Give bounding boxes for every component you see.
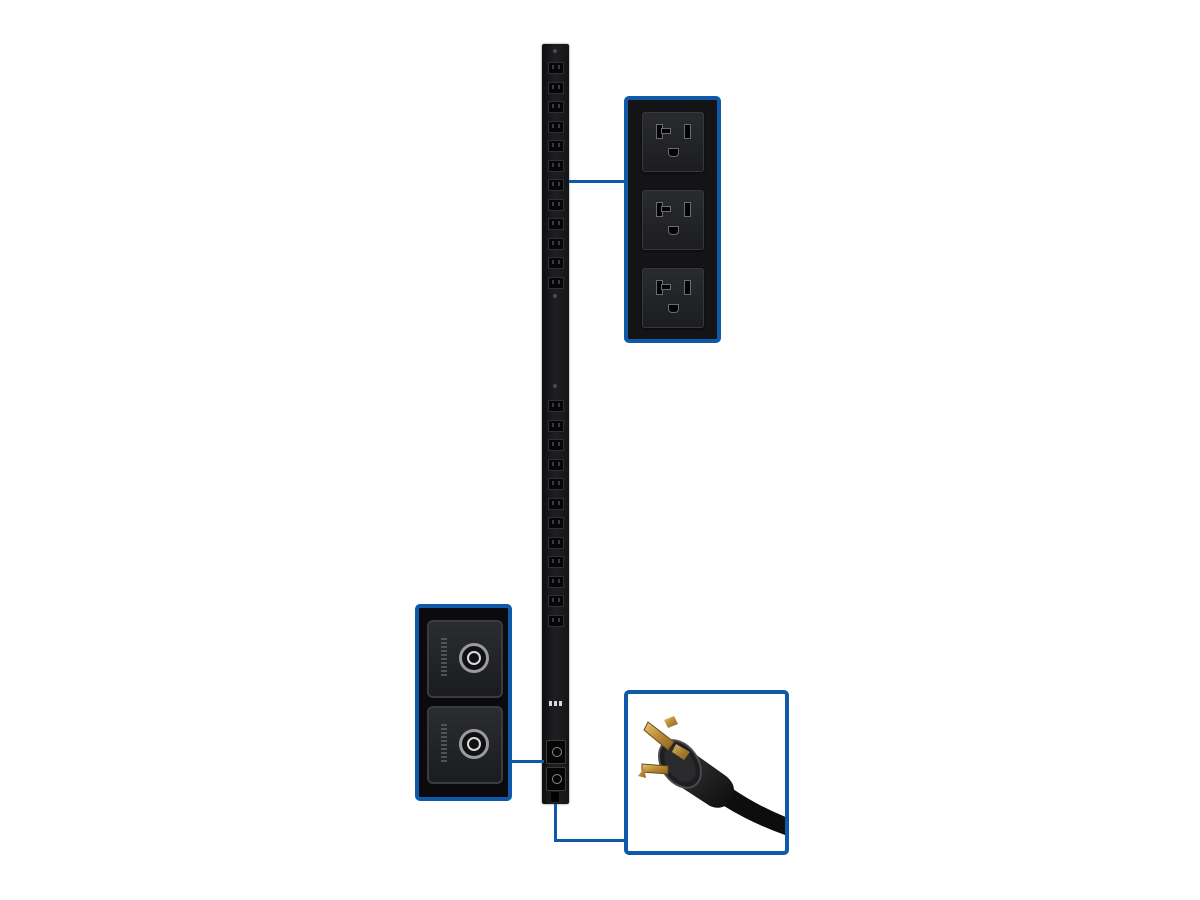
pdu-outlet — [548, 159, 564, 172]
breaker-callout — [415, 604, 512, 801]
pdu-outlet — [548, 575, 564, 588]
outlet-contact — [684, 202, 691, 217]
nema-5-20r-outlet-icon — [642, 112, 704, 172]
outlet-contact — [668, 304, 679, 313]
nema-5-20r-outlet-icon — [642, 268, 704, 328]
pdu-screw — [553, 294, 557, 298]
pdu-breaker — [546, 740, 566, 764]
circuit-breaker-icon — [427, 706, 503, 784]
eaton-logo-icon — [549, 701, 562, 706]
pdu-outlet — [548, 218, 564, 230]
pdu-outlet — [548, 62, 564, 74]
outlet-contact — [661, 128, 671, 134]
breaker-rating-marking — [441, 638, 447, 678]
plug-callout — [624, 690, 789, 855]
pdu-outlet — [548, 478, 564, 490]
outlet-callout-leader — [569, 180, 626, 183]
pdu-outlet — [548, 497, 564, 510]
outlet-contact — [684, 280, 691, 295]
breaker-reset-button — [459, 643, 489, 673]
pdu-outlet — [548, 439, 564, 451]
pdu-outlet — [548, 458, 564, 471]
nema-5-20r-outlet-icon — [642, 190, 704, 250]
twist-lock-plug-icon — [638, 716, 785, 835]
pdu-outlet — [548, 517, 564, 529]
outlet-contact — [668, 226, 679, 235]
pdu-outlet — [548, 120, 564, 133]
pdu-outlet — [548, 556, 564, 568]
pdu-outlet — [548, 81, 564, 94]
pdu-outlet — [548, 276, 564, 289]
outlet-contact — [668, 148, 679, 157]
pdu-outlet — [548, 595, 564, 607]
pdu-outlet — [548, 237, 564, 250]
pdu-cord-exit — [551, 792, 559, 802]
outlet-callout — [624, 96, 721, 343]
pdu-outlet — [548, 419, 564, 432]
breaker-reset-button — [459, 729, 489, 759]
plug-callout-leader-horizontal — [554, 839, 626, 842]
pdu-screw — [553, 49, 557, 53]
pdu-power-strip — [542, 44, 569, 804]
breaker-callout-leader — [510, 760, 544, 763]
pdu-screw — [553, 384, 557, 388]
breaker-rating-marking — [441, 724, 447, 764]
pdu-outlet — [548, 101, 564, 113]
pdu-outlet — [548, 179, 564, 191]
outlet-contact — [661, 284, 671, 290]
pdu-outlet — [548, 614, 564, 627]
circuit-breaker-icon — [427, 620, 503, 698]
plug-callout-leader-vertical — [554, 804, 557, 842]
pdu-outlet — [548, 400, 564, 412]
outlet-contact — [684, 124, 691, 139]
pdu-outlet — [548, 198, 564, 211]
pdu-outlet — [548, 257, 564, 269]
pdu-outlet — [548, 140, 564, 152]
outlet-contact — [661, 206, 671, 212]
pdu-outlet — [548, 536, 564, 549]
pdu-breaker — [546, 767, 566, 791]
